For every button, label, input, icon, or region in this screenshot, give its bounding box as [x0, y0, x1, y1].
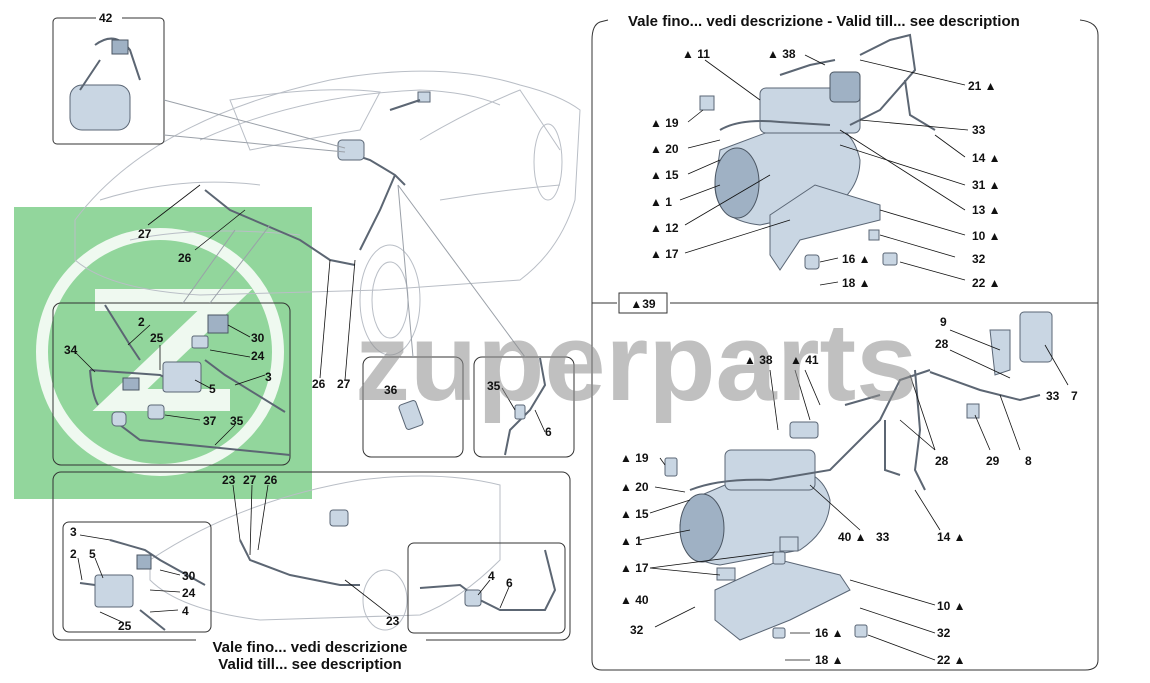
label-27: 27: [138, 227, 152, 241]
label-r16b: 16 ▲: [815, 626, 844, 640]
label-r40b: ▲ 40: [620, 593, 649, 607]
label-6b: 6: [506, 576, 513, 590]
label-4: 4: [182, 604, 189, 618]
label-5b: 5: [89, 547, 96, 561]
label-6: 6: [545, 425, 552, 439]
label-r29: 29: [986, 454, 1000, 468]
label-37: 37: [203, 414, 217, 428]
labels-left: 42 27 26 2 25 30 34 24 3 5 37 35 26 27 3…: [64, 9, 552, 633]
label-r8: 8: [1025, 454, 1032, 468]
label-r17: ▲ 17: [650, 247, 679, 261]
label-r31: 31 ▲: [972, 178, 1001, 192]
label-r40: 40 ▲: [838, 530, 867, 544]
label-r15: ▲ 15: [650, 168, 679, 182]
label-r9: 9: [940, 315, 947, 329]
label-r19: ▲ 19: [650, 116, 679, 130]
pump-unit-lower: [664, 311, 1053, 641]
footer-text-it: Vale fino... vedi descrizione: [212, 639, 407, 656]
label-2: 2: [138, 315, 145, 329]
label-30: 30: [251, 331, 265, 345]
footer-text-en: Valid till... see description: [218, 656, 401, 673]
label-23b: 23: [386, 614, 400, 628]
label-r33b: 33: [1046, 389, 1060, 403]
label-35: 35: [230, 414, 244, 428]
bottom-panel-variant: [52, 471, 571, 641]
label-24b: 24: [182, 586, 196, 600]
car-pipes-top: [204, 91, 431, 266]
label-35b: 35: [487, 379, 501, 393]
label-r38b: ▲ 38: [744, 353, 773, 367]
label-r18b: 18 ▲: [815, 653, 844, 667]
label-r14b: 14 ▲: [937, 530, 966, 544]
label-5: 5: [209, 382, 216, 396]
label-r20b: ▲ 20: [620, 480, 649, 494]
labels-right: ▲ 11 ▲ 38 21 ▲ ▲ 19 33 ▲ 20 14 ▲ ▲ 15 31…: [620, 47, 1078, 667]
header-top-text: Vale fino... vedi descrizione - Valid ti…: [628, 13, 1020, 30]
label-r32b: 32: [630, 623, 644, 637]
inset-36: [362, 184, 464, 458]
label-3: 3: [265, 370, 272, 384]
leaders-left: [74, 184, 546, 623]
label-r19b: ▲ 19: [620, 451, 649, 465]
label-25: 25: [150, 331, 164, 345]
label-24: 24: [251, 349, 265, 363]
label-r21: 21 ▲: [968, 79, 997, 93]
label-r38: ▲ 38: [767, 47, 796, 61]
label-r1: ▲ 1: [650, 195, 672, 209]
label-r12: ▲ 12: [650, 221, 679, 235]
label-36: 36: [384, 383, 398, 397]
leaders-right: [639, 54, 1069, 661]
label-30b: 30: [182, 569, 196, 583]
label-4b: 4: [488, 569, 495, 583]
inset-35-6: [397, 184, 575, 458]
label-r22b: 22 ▲: [937, 653, 966, 667]
inset-42: [52, 17, 346, 153]
label-r10: 10 ▲: [972, 229, 1001, 243]
pump-unit-upper: [699, 33, 936, 271]
label-r28: 28: [935, 337, 949, 351]
label-r10b: 10 ▲: [937, 599, 966, 613]
label-r20: ▲ 20: [650, 142, 679, 156]
inset-sensor-left: [52, 224, 291, 466]
header-top: Vale fino... vedi descrizione - Valid ti…: [620, 9, 1050, 31]
label-27c: 27: [243, 473, 257, 487]
label-26: 26: [178, 251, 192, 265]
label-26c: 26: [264, 473, 278, 487]
label-2b: 2: [70, 547, 77, 561]
watermark-logo: [14, 207, 312, 499]
divider-label: ▲39: [630, 297, 656, 311]
label-34: 34: [64, 343, 78, 357]
footer-left: Vale fino... vedi descrizione Valid till…: [196, 638, 426, 674]
label-r7: 7: [1071, 389, 1078, 403]
label-r18: 18 ▲: [842, 276, 871, 290]
label-r41: ▲ 41: [790, 353, 819, 367]
label-r28b: 28: [935, 454, 949, 468]
label-r16: 16 ▲: [842, 252, 871, 266]
label-25b: 25: [118, 619, 132, 633]
label-3b: 3: [70, 525, 77, 539]
label-27b: 27: [337, 377, 351, 391]
label-r14: 14 ▲: [972, 151, 1001, 165]
label-r13: 13 ▲: [972, 203, 1001, 217]
label-r32c: 32: [937, 626, 951, 640]
label-23: 23: [222, 473, 236, 487]
label-r22: 22 ▲: [972, 276, 1001, 290]
label-r33c: 33: [876, 530, 890, 544]
label-r33: 33: [972, 123, 986, 137]
label-r17b: ▲ 17: [620, 561, 649, 575]
right-top-panel: [591, 19, 1099, 671]
label-r15b: ▲ 15: [620, 507, 649, 521]
divider-label-box: ▲39: [618, 292, 668, 314]
watermark-text: zuperparts: [355, 301, 917, 424]
label-42: 42: [99, 11, 113, 25]
label-26b: 26: [312, 377, 326, 391]
label-r11: ▲ 11: [682, 47, 710, 61]
label-r1b: ▲ 1: [620, 534, 642, 548]
label-r32: 32: [972, 252, 986, 266]
